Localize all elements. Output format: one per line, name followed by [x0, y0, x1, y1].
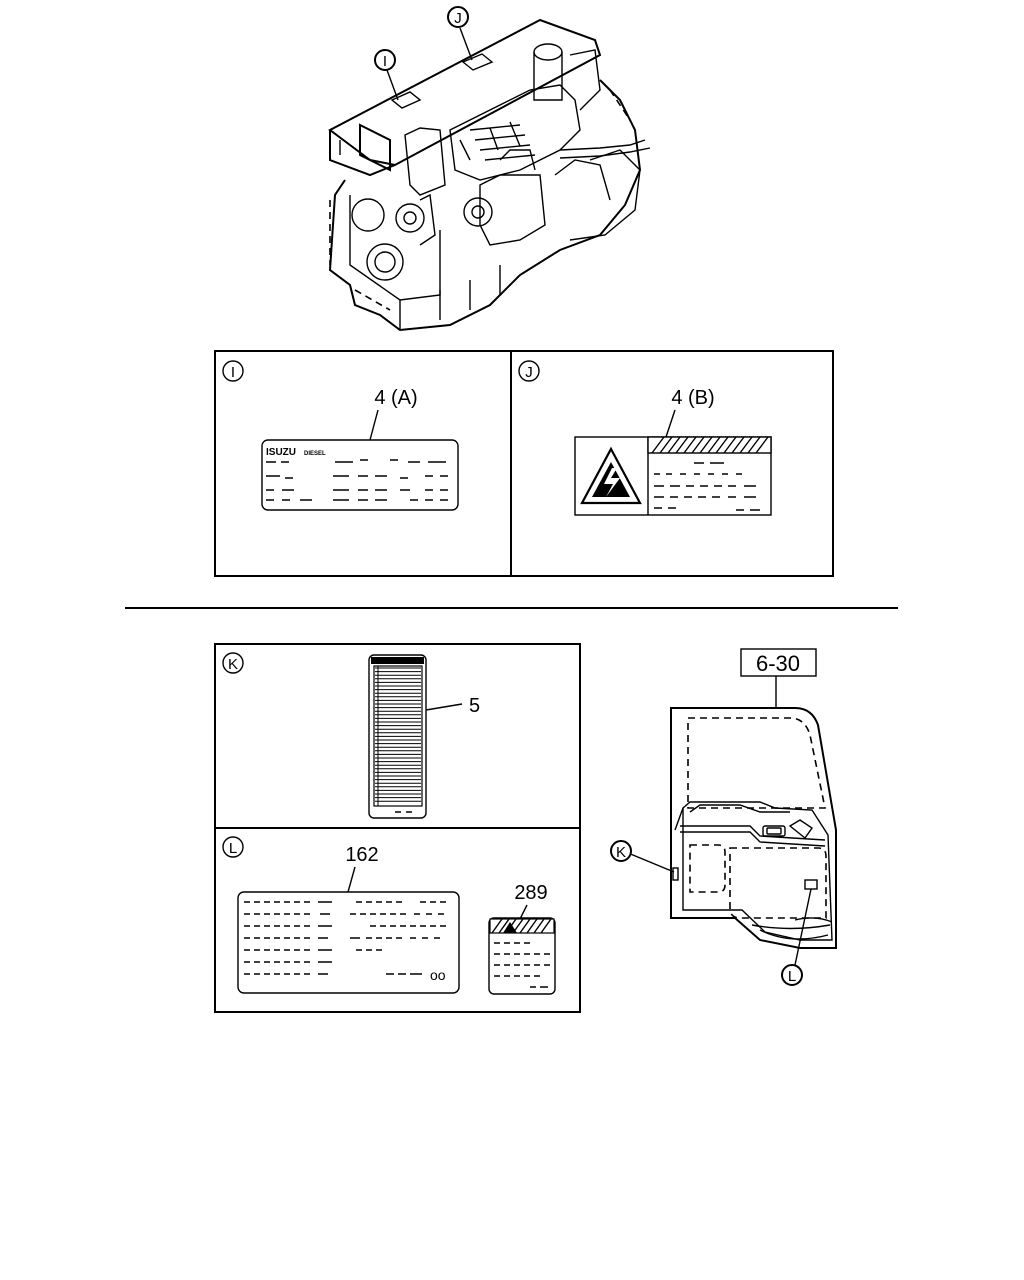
engine-callout-I: I — [383, 53, 387, 70]
door-page-ref: 6-30 — [756, 651, 800, 676]
tire-label-table-lines — [373, 665, 423, 807]
vehicle-info-label — [237, 891, 460, 994]
panel-j-part-ref: 4 (B) — [671, 387, 714, 409]
door-callout-K: K — [616, 844, 626, 861]
panel-j: J 4 (B) — [518, 360, 772, 516]
nameplate-brand: ISUZU — [266, 447, 296, 458]
label-panel-row-1 — [214, 350, 834, 577]
tire-pressure-label — [368, 654, 427, 819]
panel-l: L 162 oo 289 — [222, 836, 556, 995]
panel-i-letter: I — [231, 364, 235, 381]
panel-l-letter: L — [229, 840, 237, 857]
door-illustration: 6-30 K L — [610, 648, 837, 986]
electric-warning-icon — [580, 446, 642, 505]
panel-k-part-ref: 5 — [469, 695, 480, 717]
engine-callout-J: J — [454, 10, 462, 27]
panel-l-part-ref-162: 162 — [345, 844, 378, 866]
panel-j-letter: J — [525, 364, 533, 381]
caution-label — [488, 917, 556, 995]
label-panel-row-2 — [214, 643, 581, 1013]
engine-nameplate — [261, 439, 459, 511]
panel-k: K 5 — [222, 652, 480, 819]
warning-header-hatch — [647, 436, 772, 454]
panel-i-part-ref: 4 (A) — [374, 387, 417, 409]
vehicle-info-glyph: oo — [430, 967, 446, 983]
panel-k-letter: K — [228, 656, 238, 673]
engine-illustration: I J — [328, 6, 651, 332]
panel-i: I 4 (A) ISUZU DIESEL — [222, 360, 459, 511]
door-callout-L: L — [788, 968, 796, 985]
panel-l-part-ref-289: 289 — [514, 882, 547, 904]
nameplate-sub: DIESEL — [304, 451, 326, 457]
